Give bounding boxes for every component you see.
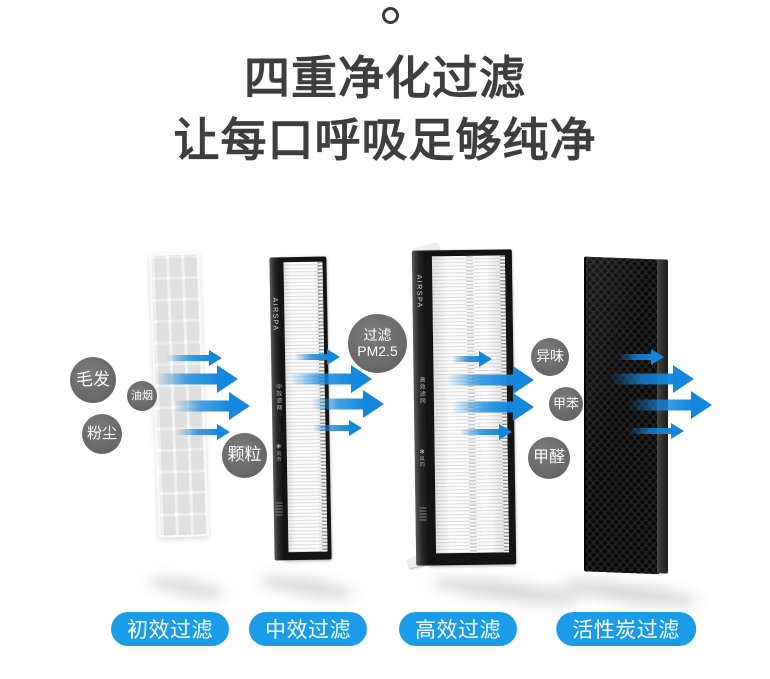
frame-label-text: 高效滤网 [418,376,425,405]
airflow-arrow [176,423,230,440]
arrow-head [651,348,664,365]
arrow-shaft [446,374,514,386]
arrow-head [499,423,512,440]
airflow-arrow [156,365,238,393]
arrow-head [209,349,222,366]
airflow-arrow [312,419,362,436]
page-title: 四重净化过滤 [244,52,526,104]
brand-text: AIRSPA [271,297,279,332]
wind-text: 风向 [275,450,282,462]
arrow-shaft [628,399,692,411]
arrow-head [513,366,534,394]
arrow-shaft [628,427,672,434]
filter-shadow [147,574,227,601]
arrow-shaft [294,353,328,360]
arrow-head [327,348,340,365]
arrow-shaft [174,400,230,412]
airflow-arrow [446,366,534,394]
wind-direction-label: ✻风向 [419,449,426,468]
airflow-arrow [294,348,340,365]
wind-direction-label: ✻风向 [275,443,282,462]
arrow-head [673,365,694,393]
page-subtitle: 让每口呼吸足够纯净 [173,114,597,166]
airflow-arrow [618,348,664,365]
arrow-head [671,422,684,439]
arrow-head [217,423,230,440]
arrow-shaft [289,373,352,385]
airflow-arrow [460,423,512,440]
filter-shadow [257,572,357,602]
airflow-arrow [452,393,534,421]
arrow-shaft [312,424,350,431]
arrow-shaft [156,373,218,385]
fan-icon: ✻ [418,448,425,457]
arrow-head [691,391,712,419]
airflow-arrow [628,391,712,419]
airflow-arrow [166,349,222,366]
filter-shadow [557,576,701,610]
arrow-shaft [176,428,218,435]
arrow-head [217,365,238,393]
pollutant-bubble-odor: 异味 [531,338,569,376]
arrow-head [363,390,384,418]
arrow-head [351,365,372,393]
arrow-shaft [452,355,480,362]
wind-text: 风向 [418,456,425,468]
pollutant-bubble-toluene: 甲苯 [549,387,583,421]
arrow-head [513,393,534,421]
micro-print [275,500,283,516]
filter-shadow [429,573,583,609]
arrow-head [479,350,492,367]
pollutant-bubble-formaldehyde: 甲醛 [528,437,570,479]
pollutant-bubble-oil-smoke: 油烟 [127,381,157,411]
pm25-line1: 过滤 [363,327,392,344]
airflow-arrow [289,365,372,393]
fan-icon: ✻ [275,443,282,451]
arrow-shaft [452,401,514,413]
arrow-shaft [311,398,364,410]
airflow-arrow [174,392,250,420]
arrow-shaft [610,373,674,385]
airflow-arrow [610,365,694,393]
pollutant-bubble-hair: 毛发 [70,357,116,403]
frame-label-text: 中效滤网 [274,383,282,412]
pollutant-bubble-particles: 颗粒 [222,433,267,478]
arrow-head [229,392,250,420]
pm25-line2: PM2.5 [357,342,398,359]
stage-pill-carbon: 活性炭过滤 [556,612,696,646]
arrow-shaft [618,353,652,360]
airflow-arrow [311,390,384,418]
arrow-shaft [460,428,500,435]
arrow-head [349,419,362,436]
airflow-arrow [628,422,684,439]
airflow-arrow [452,350,492,367]
ring-icon [382,7,399,24]
brand-text: AIRSPA [415,274,423,309]
pollutant-bubble-pm25: 过滤 PM2.5 [348,314,407,373]
stage-pill-medium: 中效过滤 [249,612,367,646]
pollutant-bubble-dust: 粉尘 [82,414,122,454]
stage-pill-hepa: 高效过滤 [399,612,517,646]
arrow-shaft [166,354,210,361]
micro-print [419,505,427,521]
stage-pill-primary: 初效过滤 [111,612,229,646]
